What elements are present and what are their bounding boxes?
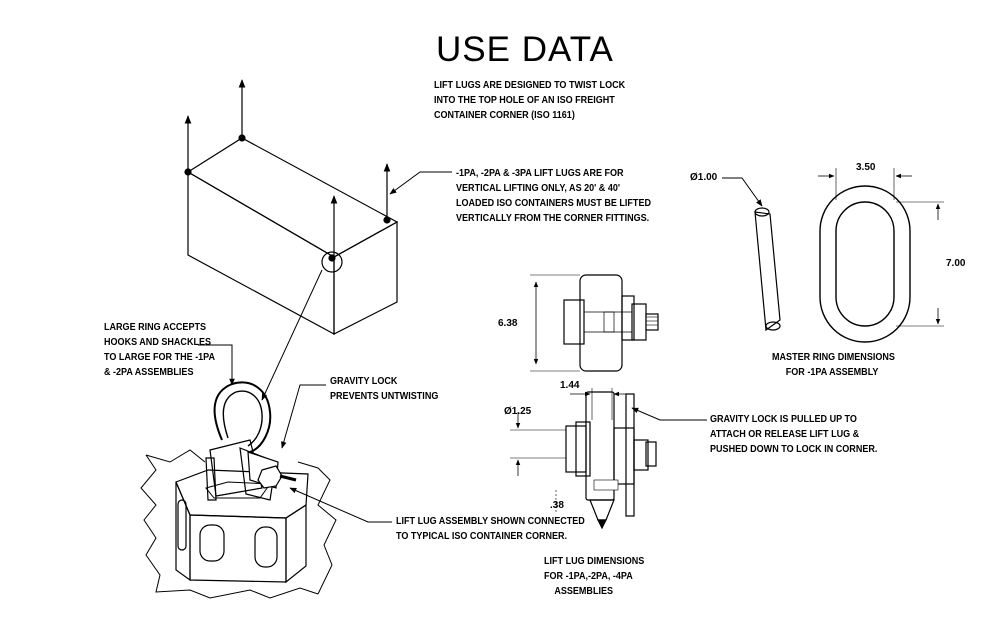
- master-ring-rod: [754, 207, 781, 332]
- note-line: GRAVITY LOCK: [330, 375, 398, 387]
- note-line: & -2PA ASSEMBLIES: [104, 366, 194, 378]
- dim-6-38: 6.38: [498, 318, 518, 329]
- note-gravity-pull: GRAVITY LOCK IS PULLED UP TO ATTACH OR R…: [710, 412, 877, 457]
- note-vertical-lifting: -1PA, -2PA & -3PA LIFT LUGS ARE FOR VERT…: [456, 166, 651, 226]
- note-large-ring: LARGE RING ACCEPTS HOOKS AND SHACKLES TO…: [104, 320, 215, 380]
- lift-lug-top-view: [530, 274, 659, 372]
- note-line: INTO THE TOP HOLE OF AN ISO FREIGHT: [434, 94, 615, 106]
- note-gravity-lock: GRAVITY LOCK PREVENTS UNTWISTING: [330, 374, 438, 404]
- note-lift-lug-dims: LIFT LUG DIMENSIONS FOR -1PA,-2PA, -4PA …: [544, 554, 644, 599]
- note-twist-lock: LIFT LUGS ARE DESIGNED TO TWIST LOCK INT…: [434, 78, 625, 123]
- dim-1-44: 1.44: [560, 380, 580, 391]
- note-line: VERTICALLY FROM THE CORNER FITTINGS.: [456, 212, 650, 224]
- note-line: TO TYPICAL ISO CONTAINER CORNER.: [396, 530, 568, 542]
- lift-lug-side-view: [510, 388, 657, 530]
- note-assembly: LIFT LUG ASSEMBLY SHOWN CONNECTED TO TYP…: [396, 514, 585, 544]
- note-line: FOR -1PA ASSEMBLY: [785, 366, 879, 378]
- container-box: [184, 79, 399, 336]
- note-line: PREVENTS UNTWISTING: [330, 390, 439, 402]
- page-title: USE DATA: [436, 30, 614, 69]
- note-line: FOR -1PA,-2PA, -4PA: [544, 570, 633, 582]
- note-line: TO LARGE FOR THE -1PA: [104, 351, 216, 363]
- note-line: LARGE RING ACCEPTS: [104, 321, 207, 333]
- note-line: LIFT LUGS ARE DESIGNED TO TWIST LOCK: [434, 79, 626, 91]
- dim-dia-1-00: Ø1.00: [690, 172, 718, 183]
- master-ring-oval: [818, 168, 944, 343]
- leader-lines: [198, 171, 763, 523]
- iso-corner-assembly: [140, 381, 337, 599]
- note-line: CONTAINER CORNER (ISO 1161): [434, 109, 575, 121]
- note-line: VERTICAL LIFTING ONLY, AS 20' & 40': [456, 182, 621, 194]
- note-line: -1PA, -2PA & -3PA LIFT LUGS ARE FOR: [456, 167, 624, 179]
- note-line: PUSHED DOWN TO LOCK IN CORNER.: [710, 443, 878, 455]
- note-line: LIFT LUG ASSEMBLY SHOWN CONNECTED: [396, 515, 585, 527]
- note-line: ASSEMBLIES: [554, 585, 614, 597]
- note-master-ring: MASTER RING DIMENSIONS FOR -1PA ASSEMBLY: [772, 350, 895, 380]
- dim-7-00: 7.00: [946, 258, 966, 269]
- note-line: LOADED ISO CONTAINERS MUST BE LIFTED: [456, 197, 651, 209]
- note-line: GRAVITY LOCK IS PULLED UP TO: [710, 413, 857, 425]
- note-line: HOOKS AND SHACKLES: [104, 336, 212, 348]
- note-line: LIFT LUG DIMENSIONS: [544, 555, 645, 567]
- dim-38: .38: [550, 500, 564, 511]
- dim-dia-1-25: Ø1.25: [504, 406, 532, 417]
- dim-3-50: 3.50: [856, 162, 876, 173]
- note-line: ATTACH OR RELEASE LIFT LUG &: [710, 428, 860, 440]
- note-line: MASTER RING DIMENSIONS: [772, 351, 895, 363]
